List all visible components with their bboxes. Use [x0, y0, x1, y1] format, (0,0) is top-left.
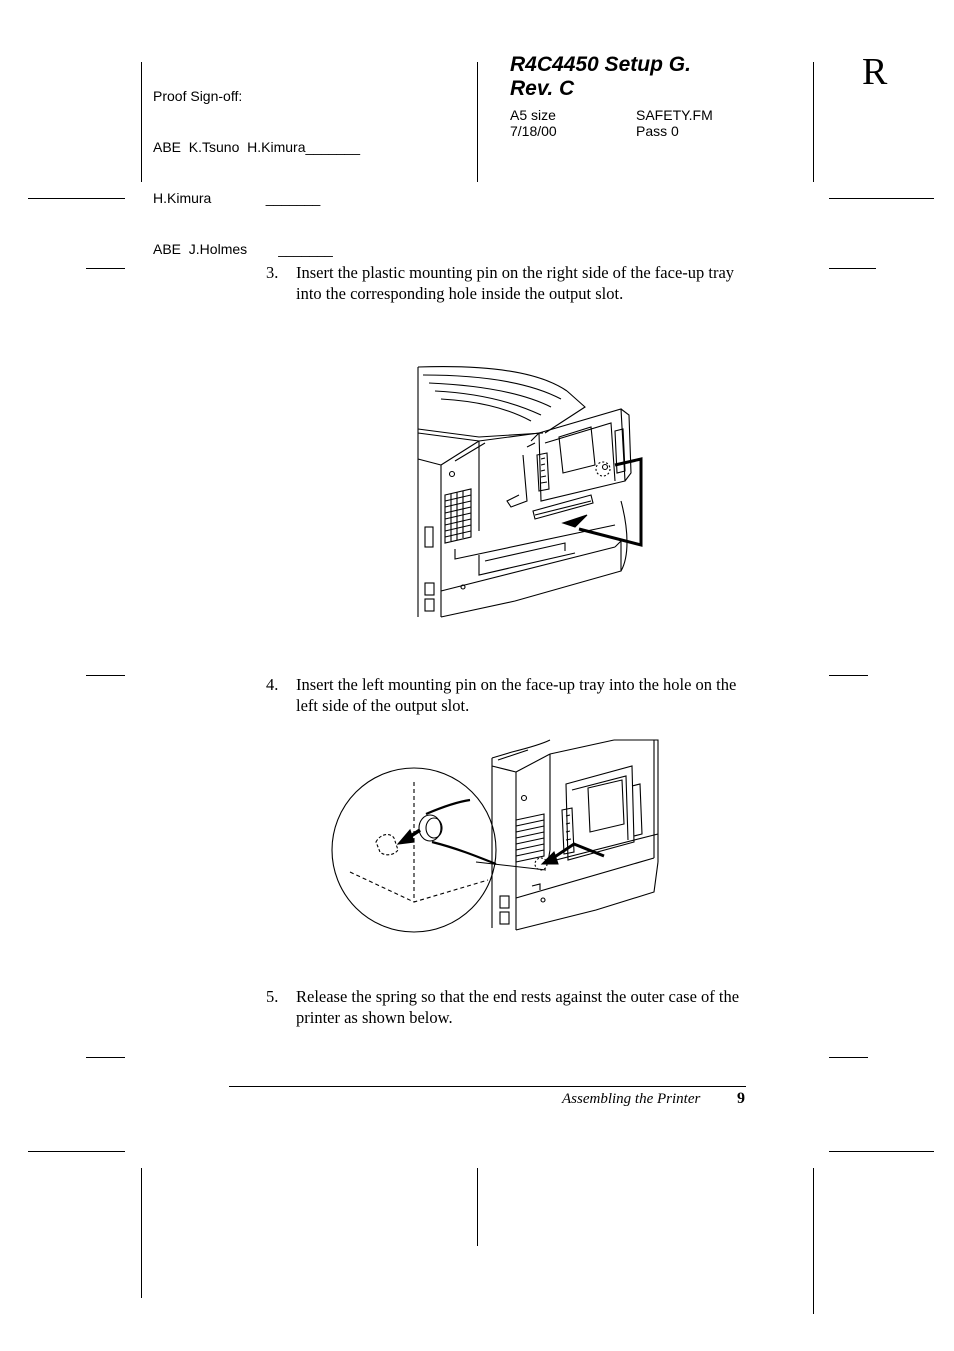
corner-mark: R: [862, 51, 888, 93]
crop-mark: [28, 198, 125, 199]
document-title-line-1: R4C4450 Setup G.: [510, 53, 691, 76]
proof-signoff: Proof Sign-off: ABE K.Tsuno H.Kimura____…: [153, 54, 360, 275]
crop-mark: [86, 675, 125, 676]
crop-mark: [813, 62, 814, 182]
crop-mark: [829, 268, 876, 269]
crop-mark: [86, 1057, 125, 1058]
step-text: Insert the plastic mounting pin on the r…: [296, 263, 735, 303]
crop-mark: [813, 1168, 814, 1314]
pass-number: Pass 0: [636, 123, 679, 139]
step-number: 5.: [266, 987, 279, 1006]
crop-mark: [477, 1168, 478, 1246]
footer-rule: [229, 1086, 746, 1087]
crop-mark: [141, 62, 142, 182]
crop-mark: [829, 1057, 868, 1058]
step-text: Release the spring so that the end rests…: [296, 987, 740, 1027]
crop-mark: [829, 675, 868, 676]
crop-mark: [829, 1151, 934, 1152]
crop-mark: [86, 268, 125, 269]
step-number: 3.: [266, 263, 279, 282]
printer-left-pin-illustration: [331, 739, 659, 933]
printer-right-pin-illustration: [417, 365, 643, 618]
crop-mark: [28, 1151, 125, 1152]
step-text: Insert the left mounting pin on the face…: [296, 675, 737, 715]
proof-line: H.Kimura _______: [153, 190, 321, 206]
revision-date: 7/18/00: [510, 123, 557, 139]
page-number: 9: [737, 1090, 745, 1107]
step-number: 4.: [266, 675, 279, 694]
crop-mark: [141, 1168, 142, 1298]
page-size: A5 size: [510, 107, 556, 123]
document-title-line-2: Rev. C: [510, 77, 575, 100]
proof-line: Proof Sign-off:: [153, 88, 243, 104]
proof-line: ABE J.Holmes _______: [153, 241, 333, 257]
crop-mark: [829, 198, 934, 199]
file-name: SAFETY.FM: [636, 107, 713, 123]
section-title: Assembling the Printer: [562, 1091, 701, 1107]
crop-mark: [477, 62, 478, 182]
document-title: R4C4450 Setup G. Rev. C: [510, 53, 691, 101]
proof-line: ABE K.Tsuno H.Kimura_______: [153, 139, 361, 155]
